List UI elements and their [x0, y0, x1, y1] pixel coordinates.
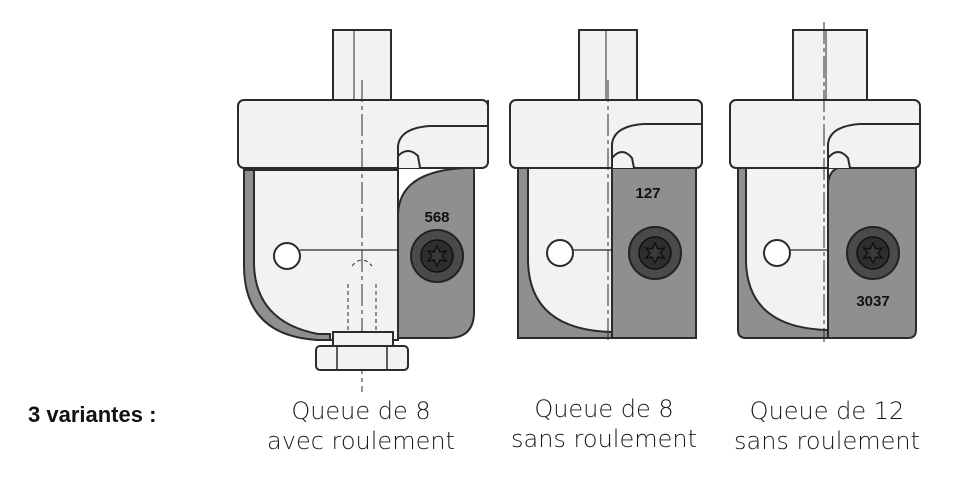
variant-1-code: 568 [424, 209, 449, 226]
variant-2-line2: sans roulement [511, 425, 697, 453]
variant-3-code: 3037 [856, 293, 889, 310]
variant-2-drawing: 127 [509, 29, 703, 342]
variant-2-label: Queue de 8 sans roulement [489, 394, 719, 454]
variant-1-line1: Queue de 8 [291, 397, 431, 425]
variant-2-line1: Queue de 8 [534, 395, 674, 423]
variant-1-line2: avec roulement [267, 427, 455, 455]
variant-3-label: Queue de 12 sans roulement [712, 396, 942, 456]
variant-2-code: 127 [635, 185, 660, 202]
variant-3-line2: sans roulement [734, 427, 920, 455]
variant-1-label: Queue de 8 avec roulement [246, 396, 476, 456]
variant-3-line1: Queue de 12 [749, 397, 905, 425]
variants-heading: 3 variantes : [28, 402, 157, 427]
variant-1-drawing: 568 [237, 29, 489, 392]
variant-3-drawing: 3037 [729, 22, 921, 342]
